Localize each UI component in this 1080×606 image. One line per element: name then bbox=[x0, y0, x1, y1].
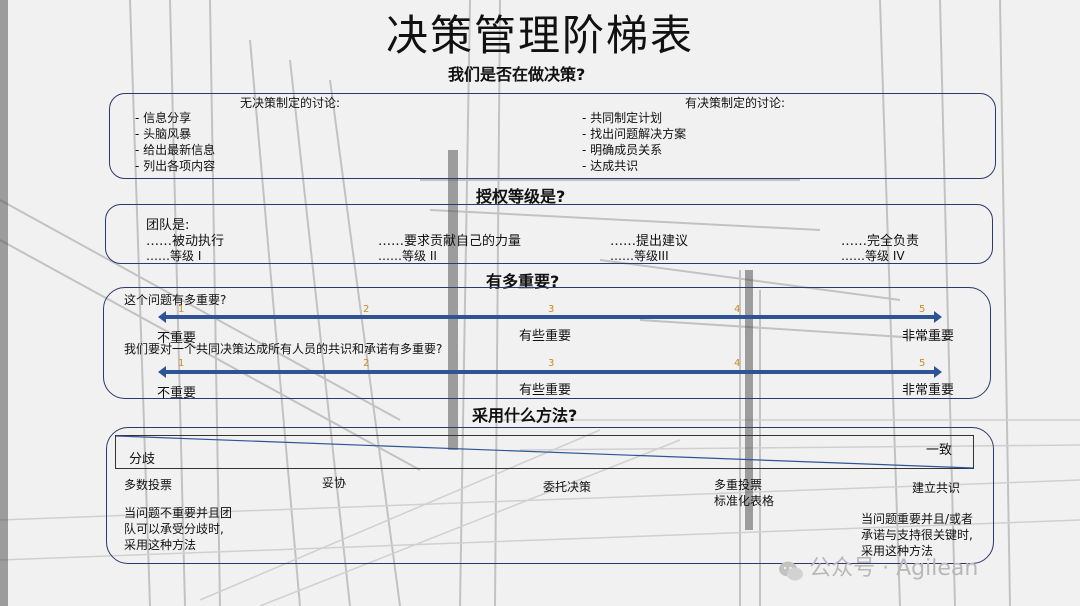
question-importance: 有多重要? bbox=[486, 272, 560, 291]
note-line: 采用这种方法 bbox=[861, 544, 934, 558]
level-3-value: ……等级III bbox=[610, 249, 669, 263]
consensus-label: 一致 bbox=[926, 443, 953, 458]
scale1-high-label: 非常重要 bbox=[902, 329, 955, 344]
list-item: - 信息分享 bbox=[135, 111, 192, 125]
note-line: 当问题重要并且/或者 bbox=[861, 512, 974, 526]
watermark-text: 公众号 · Agilean bbox=[809, 556, 979, 581]
scale2-tick-1: 1 bbox=[178, 358, 185, 369]
level-4-name: ……完全负责 bbox=[841, 234, 920, 249]
method-majority-vote: 多数投票 bbox=[124, 478, 173, 492]
no-decision-list: - 信息分享 - 头脑风暴 - 给出最新信息 - 列出各项内容 bbox=[135, 110, 215, 174]
note-line: 当问题不重要并且团 bbox=[124, 506, 233, 520]
scale2-tick-3: 3 bbox=[548, 358, 555, 369]
page-title: 决策管理阶梯表 bbox=[385, 11, 694, 60]
watermark: 公众号 · Agilean bbox=[778, 550, 978, 582]
scale2-tick-4: 4 bbox=[734, 358, 741, 369]
wechat-icon bbox=[779, 561, 803, 580]
note-line: 队可以承受分歧时, bbox=[124, 522, 224, 536]
list-item: - 列出各项内容 bbox=[135, 159, 216, 173]
level-1-name: ……被动执行 bbox=[146, 234, 225, 249]
method-compromise: 妥协 bbox=[322, 476, 347, 490]
importance-question-2: 我们要对一个共同决策达成所有人员的共识和承诺有多重要? bbox=[124, 342, 443, 356]
scale1-tick-3: 3 bbox=[548, 304, 555, 315]
importance-box bbox=[103, 287, 991, 399]
low-importance-note: 当问题不重要并且团 队可以承受分歧时, 采用这种方法 bbox=[124, 505, 232, 553]
list-item: - 明确成员关系 bbox=[582, 143, 663, 157]
importance-question-1: 这个问题有多重要? bbox=[124, 293, 227, 307]
method-build-consensus: 建立共识 bbox=[912, 481, 961, 495]
level-2-name: ……要求贡献自己的力量 bbox=[378, 234, 522, 249]
divergence-consensus-wedge bbox=[115, 435, 974, 469]
divergence-label: 分歧 bbox=[129, 452, 156, 467]
method-multivote: 多重投票 bbox=[714, 478, 763, 492]
note-line: 承诺与支持很关键时, bbox=[861, 528, 973, 542]
scale2-tick-2: 2 bbox=[363, 358, 370, 369]
no-decision-heading: 无决策制定的讨论: bbox=[240, 96, 341, 110]
question-method: 采用什么方法? bbox=[472, 406, 578, 425]
scale1-tick-4: 4 bbox=[734, 304, 741, 315]
scale1-tick-1: 1 bbox=[178, 304, 185, 315]
level-4-value: ……等级 IV bbox=[841, 249, 905, 263]
importance-scale-arrow bbox=[158, 311, 942, 323]
question-decision: 我们是否在做决策? bbox=[448, 65, 586, 84]
scale2-low-label: 不重要 bbox=[157, 386, 197, 401]
decision-heading: 有决策制定的讨论: bbox=[685, 96, 786, 110]
scale2-high-label: 非常重要 bbox=[902, 383, 955, 398]
level-3-name: ……提出建议 bbox=[610, 234, 689, 249]
methods-box bbox=[106, 427, 994, 564]
high-importance-note: 当问题重要并且/或者 承诺与支持很关键时, 采用这种方法 bbox=[861, 511, 973, 559]
scale2-mid-label: 有些重要 bbox=[519, 383, 572, 398]
scale1-mid-label: 有些重要 bbox=[519, 329, 572, 344]
consensus-scale-arrow bbox=[158, 366, 942, 378]
level-1-value: ……等级 I bbox=[146, 249, 202, 263]
level-2-value: ……等级 II bbox=[378, 249, 437, 263]
list-item: - 达成共识 bbox=[582, 159, 639, 173]
method-standard-form: 标准化表格 bbox=[714, 494, 775, 508]
decision-box bbox=[109, 93, 996, 179]
levels-box bbox=[105, 204, 993, 264]
list-item: - 共同制定计划 bbox=[582, 111, 663, 125]
note-line: 采用这种方法 bbox=[124, 538, 197, 552]
decision-list: - 共同制定计划 - 找出问题解决方案 - 明确成员关系 - 达成共识 bbox=[582, 110, 686, 174]
list-item: - 给出最新信息 bbox=[135, 143, 216, 157]
list-item: - 找出问题解决方案 bbox=[582, 127, 687, 141]
method-delegation: 委托决策 bbox=[543, 480, 592, 494]
scale2-tick-5: 5 bbox=[919, 358, 926, 369]
team-label: 团队是: bbox=[146, 218, 190, 233]
list-item: - 头脑风暴 bbox=[135, 127, 192, 141]
scale1-tick-5: 5 bbox=[919, 304, 926, 315]
scale1-tick-2: 2 bbox=[363, 304, 370, 315]
scale1-low-label: 不重要 bbox=[157, 331, 197, 346]
question-authorization: 授权等级是? bbox=[476, 187, 566, 206]
